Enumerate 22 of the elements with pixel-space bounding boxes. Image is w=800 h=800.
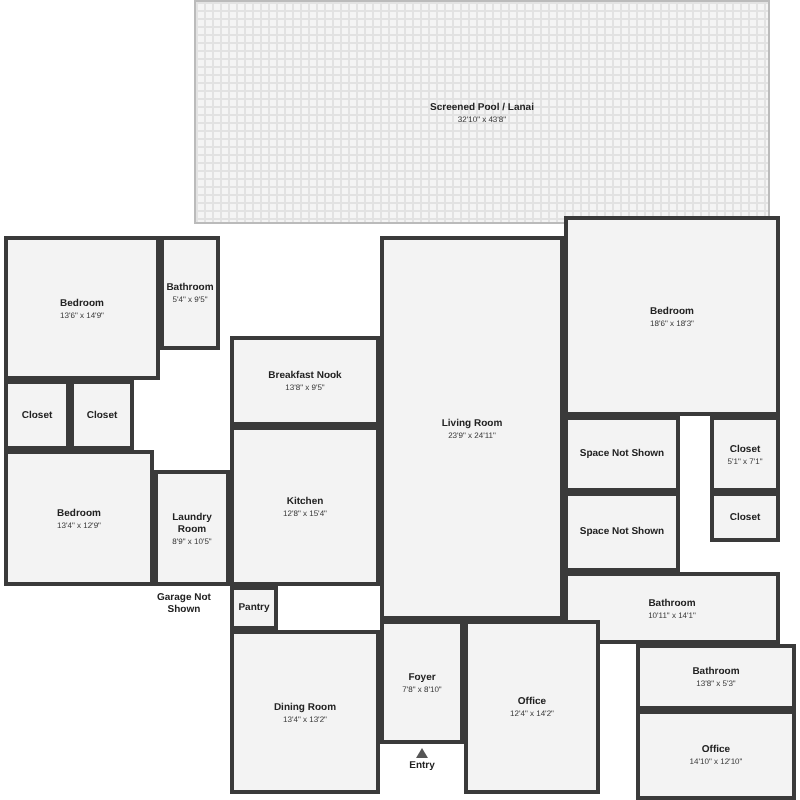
room	[564, 216, 780, 416]
pool-area	[194, 0, 770, 224]
room	[230, 336, 380, 426]
room	[230, 586, 278, 630]
room	[380, 620, 464, 744]
room	[710, 492, 780, 542]
room	[4, 450, 154, 586]
room	[564, 416, 680, 492]
room	[564, 572, 780, 644]
room	[4, 380, 70, 450]
room	[230, 426, 380, 586]
room	[160, 236, 220, 350]
room	[230, 630, 380, 794]
room	[70, 380, 134, 450]
room	[636, 644, 796, 710]
room	[710, 416, 780, 492]
room	[154, 470, 230, 586]
room	[380, 236, 564, 620]
room	[564, 492, 680, 572]
room	[464, 620, 600, 794]
room	[4, 236, 160, 380]
room	[636, 710, 796, 800]
